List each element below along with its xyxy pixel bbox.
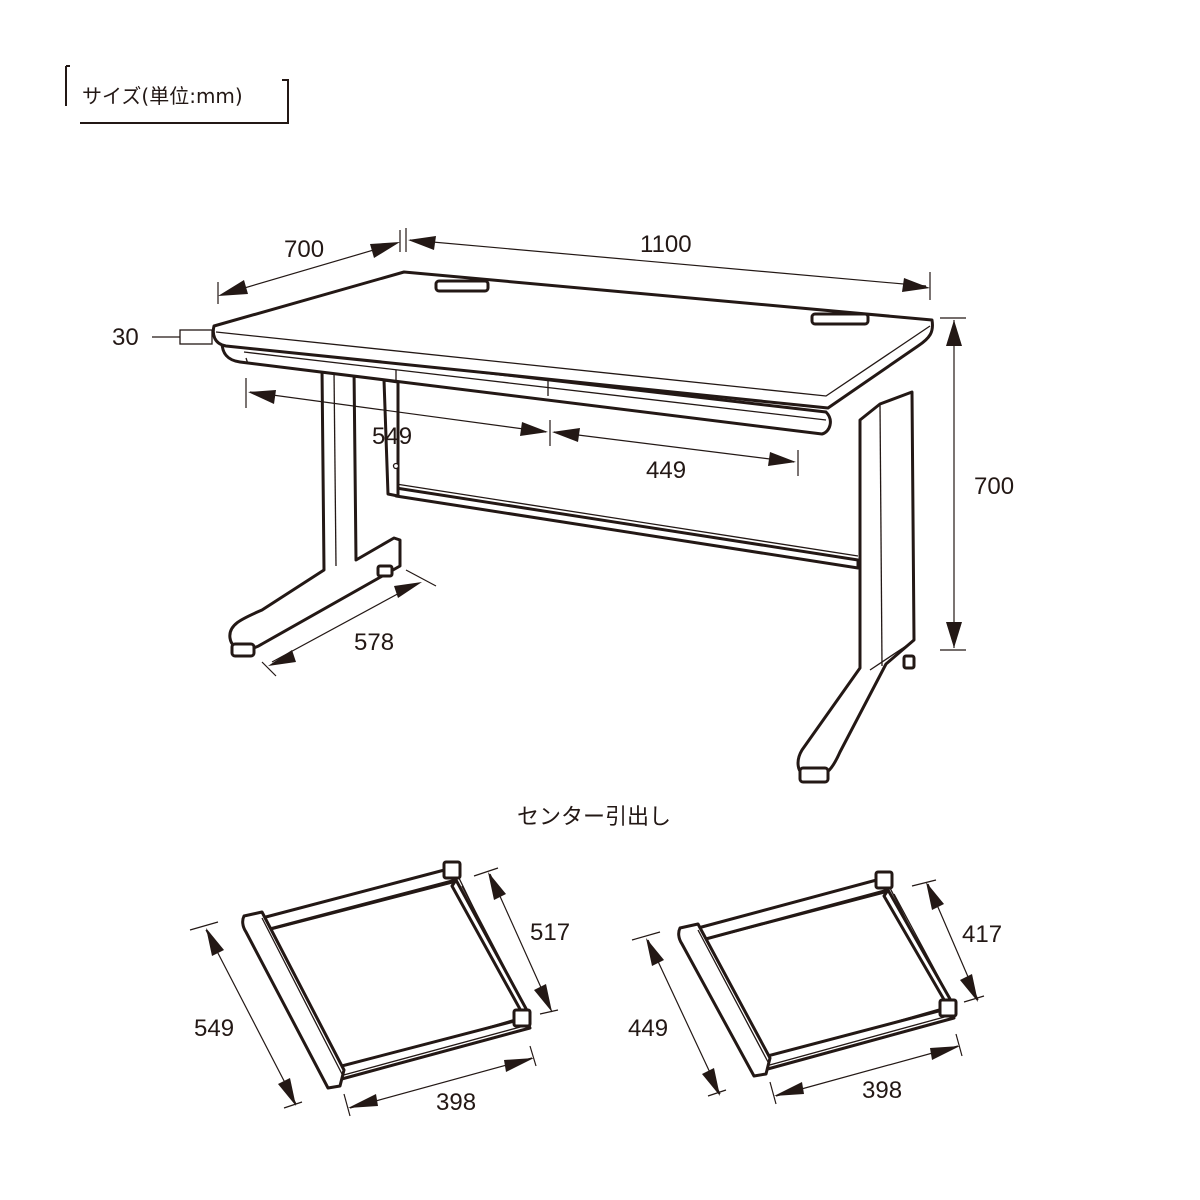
drawer-right-back-rail [696,876,890,942]
drawer-left-front-rail [332,1016,532,1082]
dim-drawer-right-depth: 417 [911,879,1002,1003]
dim-leg-length: 578 [261,569,437,677]
dim-drawer-left-length: 549 [189,921,303,1109]
dim-drawer-left-label: 549 [372,423,412,450]
cable-grommet-left [434,279,490,293]
dim-drawer-left-width: 398 [343,1045,537,1117]
desk-right-leg [796,390,916,778]
dim-drawer-right-width-label: 398 [862,1077,902,1104]
desk-drawing: 700 1100 30 700 [112,228,1014,784]
dim-desk-depth: 700 [217,230,401,304]
cable-grommet-right [810,312,870,326]
dim-drawer-right: 449 [552,428,799,484]
key-lock [392,462,400,470]
drawer-left-cap-front [512,1008,532,1028]
dim-drawer-right-depth-label: 417 [962,921,1002,948]
size-label: サイズ(単位:mm) [82,84,243,108]
dim-drawer-left: 549 [245,378,551,450]
right-back-foot [902,654,916,670]
left-back-foot [376,564,394,578]
dim-top-thickness: 30 [112,324,213,351]
dim-drawer-left-length-label: 549 [194,1015,234,1042]
drawer-left-side-rail [450,878,532,1022]
dim-drawer-left-depth-label: 517 [530,919,570,946]
drawer-right-side-rail [882,888,956,1012]
dim-drawer-right-width: 398 [769,1033,963,1105]
center-drawer-label: センター引出し [517,805,671,830]
dim-desk-width-label: 1100 [640,231,692,258]
dim-top-thickness-label: 30 [112,324,139,351]
dim-desk-depth-label: 700 [284,236,324,263]
dim-drawer-right-length-label: 449 [628,1015,668,1042]
right-foot [798,766,830,784]
dim-drawer-right-length: 449 [628,931,727,1097]
dim-drawer-left-width-label: 398 [436,1089,476,1116]
drawer-right-cap-front [938,998,958,1018]
drawer-right-front-rail [758,1006,956,1072]
size-label-box: サイズ(単位:mm) [65,65,289,124]
drawer-left-back-rail [260,866,458,932]
dim-drawer-right-label: 449 [646,457,686,484]
apron [220,340,832,436]
drawer-left-drawing: 549 517 398 [189,860,570,1117]
dim-desk-width: 1100 [405,228,931,300]
desk-left-leg [228,366,402,651]
drawer-right-front-panel [677,922,772,1078]
drawer-right-cap-back [874,870,894,890]
drawer-left-cap-back [442,860,462,880]
dim-desk-height-label: 700 [974,473,1014,500]
dim-leg-length-label: 578 [354,629,394,656]
dim-drawer-left-depth: 517 [473,867,570,1015]
modesty-panel [394,486,860,570]
drawer-right-drawing: 449 417 398 [628,870,1002,1105]
drawer-left-front-panel [241,910,346,1090]
dim-desk-height: 700 [940,317,1014,651]
desk-top [211,270,934,410]
left-foot [230,642,256,658]
